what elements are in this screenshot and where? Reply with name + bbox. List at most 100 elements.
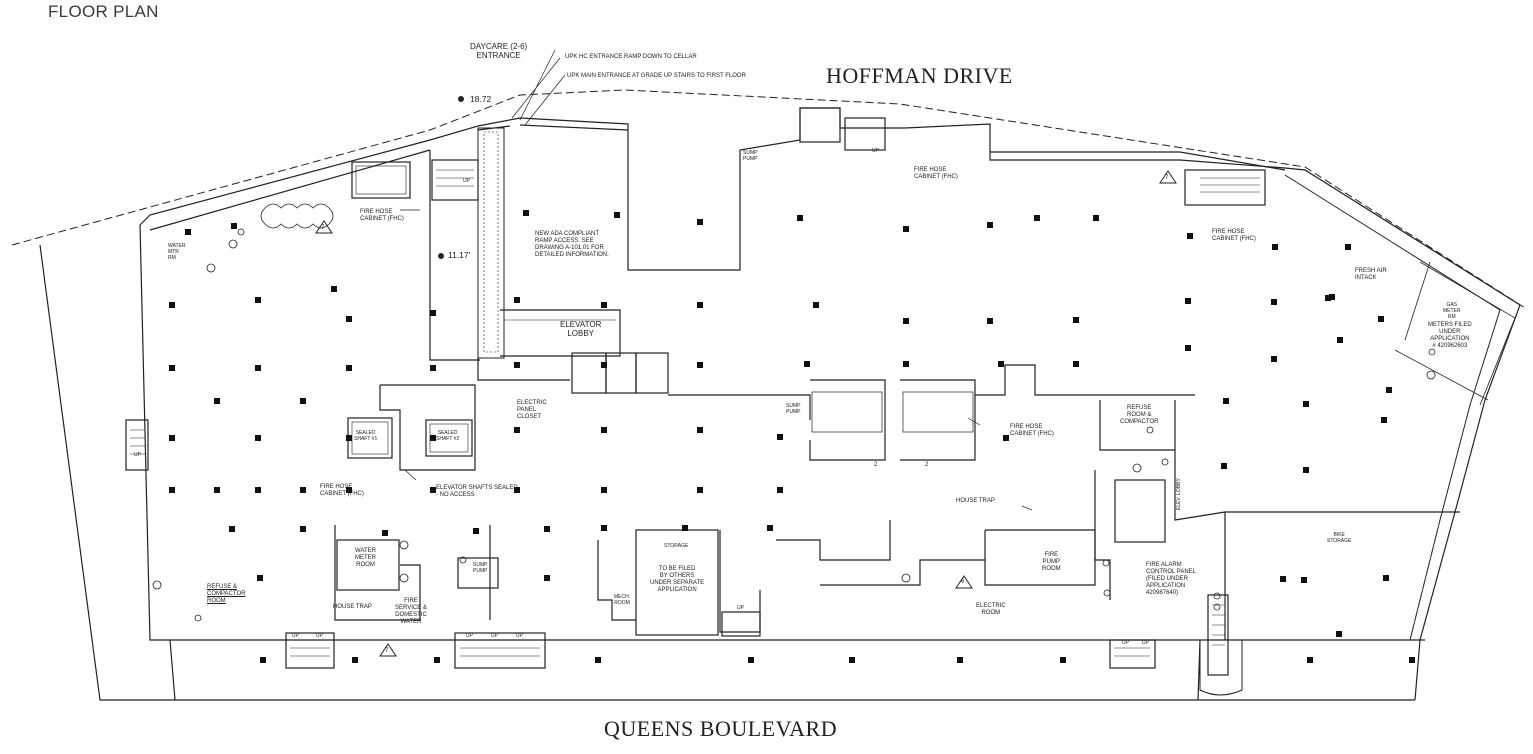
elevation-high: 18.72	[470, 94, 492, 104]
structural-column	[1073, 361, 1079, 367]
structural-column	[430, 365, 436, 371]
structural-column	[1034, 215, 1040, 221]
structural-column	[1303, 401, 1309, 407]
upk-main-note: UPK MAIN ENTRANCE AT GRADE UP STAIRS TO …	[567, 73, 746, 79]
structural-column	[1307, 657, 1313, 663]
structural-column	[1271, 299, 1277, 305]
structural-column	[430, 310, 436, 316]
tag-7-ne: 7	[1165, 175, 1169, 181]
structural-column	[748, 657, 754, 663]
fire-pump-room-label: FIRE PUMP ROOM	[1042, 552, 1061, 572]
structural-column	[257, 575, 263, 581]
stair-up-south-a: UP	[292, 633, 299, 639]
structural-column	[957, 657, 963, 663]
structural-column	[514, 362, 520, 368]
bike-storage-label: BIKE STORAGE	[1327, 532, 1352, 544]
drawing-title: FLOOR PLAN	[48, 2, 159, 21]
structural-column	[1221, 463, 1227, 469]
sump-pump-center-label: SUMP PUMP	[786, 403, 801, 415]
structural-column	[260, 657, 266, 663]
street-label-south: QUEENS BOULEVARD	[604, 716, 838, 741]
structural-column	[1329, 294, 1335, 300]
electric-room-label: ELECTRIC ROOM	[976, 603, 1006, 616]
storage-label: STORAGE	[664, 543, 689, 549]
structural-column	[1060, 657, 1066, 663]
stair-up-west: UP	[134, 452, 141, 458]
structural-column	[601, 525, 607, 531]
fire-hose-cabinet-nw: FIRE HOSE CABINET (FHC)	[360, 209, 404, 222]
structural-column	[430, 435, 436, 441]
structural-column	[614, 212, 620, 218]
structural-column	[300, 398, 306, 404]
sump-pump-north-label: SUMP PUMP	[743, 150, 758, 162]
structural-column	[331, 286, 337, 292]
stair-up-nw: UP	[463, 178, 470, 184]
structural-column	[169, 302, 175, 308]
outer-wall	[139, 107, 1521, 701]
structural-column	[804, 361, 810, 367]
tag-2-restroom-a: 2	[874, 462, 878, 468]
water-meter-small-label: WATER MTR RM	[168, 243, 186, 261]
water-meter-room-label: WATER METER ROOM	[355, 548, 376, 568]
structural-column	[1003, 435, 1009, 441]
structural-column	[255, 297, 261, 303]
structural-column	[1381, 417, 1387, 423]
structural-column	[514, 427, 520, 433]
structural-column	[169, 487, 175, 493]
south-strip	[169, 639, 1201, 701]
structural-column	[1409, 657, 1415, 663]
structural-column	[346, 435, 352, 441]
structural-column	[601, 427, 607, 433]
structural-column	[797, 215, 803, 221]
tag-2-restroom-b: 2	[925, 462, 929, 468]
stair-up-south-b: UP	[316, 633, 323, 639]
structural-column	[1073, 317, 1079, 323]
structural-column	[1303, 467, 1309, 473]
sump-pump-south-label: SUMP PUMP	[473, 562, 488, 574]
structural-column	[255, 487, 261, 493]
structural-column	[185, 229, 191, 235]
electric-panel-closet-label: ELECTRIC PANEL CLOSET	[517, 400, 547, 420]
stair-up-north: UP	[872, 148, 879, 154]
inner-west-wall	[139, 224, 1425, 641]
structural-column	[1383, 575, 1389, 581]
structural-column	[514, 487, 520, 493]
structural-column	[1336, 631, 1342, 637]
elevator-shafts-note: ELEVATOR SHAFTS SEALED - NO ACCESS	[436, 485, 518, 498]
structural-column	[813, 302, 819, 308]
structural-column	[544, 575, 550, 581]
structural-column	[767, 525, 773, 531]
stair-up-south-c: UP	[466, 633, 473, 639]
structural-column	[1325, 295, 1331, 301]
fire-alarm-control-panel-label: FIRE ALARM CONTROL PANEL (FILED UNDER AP…	[1146, 562, 1197, 596]
structural-column	[300, 487, 306, 493]
structural-column	[697, 427, 703, 433]
structural-column	[1272, 244, 1278, 250]
structural-column	[1345, 244, 1351, 250]
tag-7-south: 7	[385, 648, 389, 654]
structural-column	[352, 657, 358, 663]
elevation-low: 11.17'	[448, 250, 471, 260]
refuse-compactor-west-label: REFUSE & COMPACTOR ROOM	[207, 584, 246, 604]
structural-column	[1187, 233, 1193, 239]
structural-column	[697, 219, 703, 225]
elev-lobby-small-label: ELEV. LOBBY	[1176, 478, 1182, 510]
structural-column	[595, 657, 601, 663]
structural-column	[697, 302, 703, 308]
house-trap-east-label: HOUSE TRAP	[956, 498, 995, 504]
upk-ramp-note: UPK HC ENTRANCE RAMP DOWN TO CELLAR	[565, 54, 697, 60]
fire-hose-cabinet-ne: FIRE HOSE CABINET (FHC)	[1212, 229, 1256, 242]
structural-column	[255, 435, 261, 441]
sealed-shaft-2-label: SEALED SHAFT #2	[436, 430, 460, 442]
structural-column	[300, 526, 306, 532]
structural-column	[255, 365, 261, 371]
structural-column	[903, 226, 909, 232]
structural-column	[231, 223, 237, 229]
structural-column	[849, 657, 855, 663]
structural-column	[473, 528, 479, 534]
structural-column	[346, 316, 352, 322]
structural-column	[987, 318, 993, 324]
structural-column	[229, 526, 235, 532]
structural-column	[1093, 215, 1099, 221]
structural-column	[777, 487, 783, 493]
